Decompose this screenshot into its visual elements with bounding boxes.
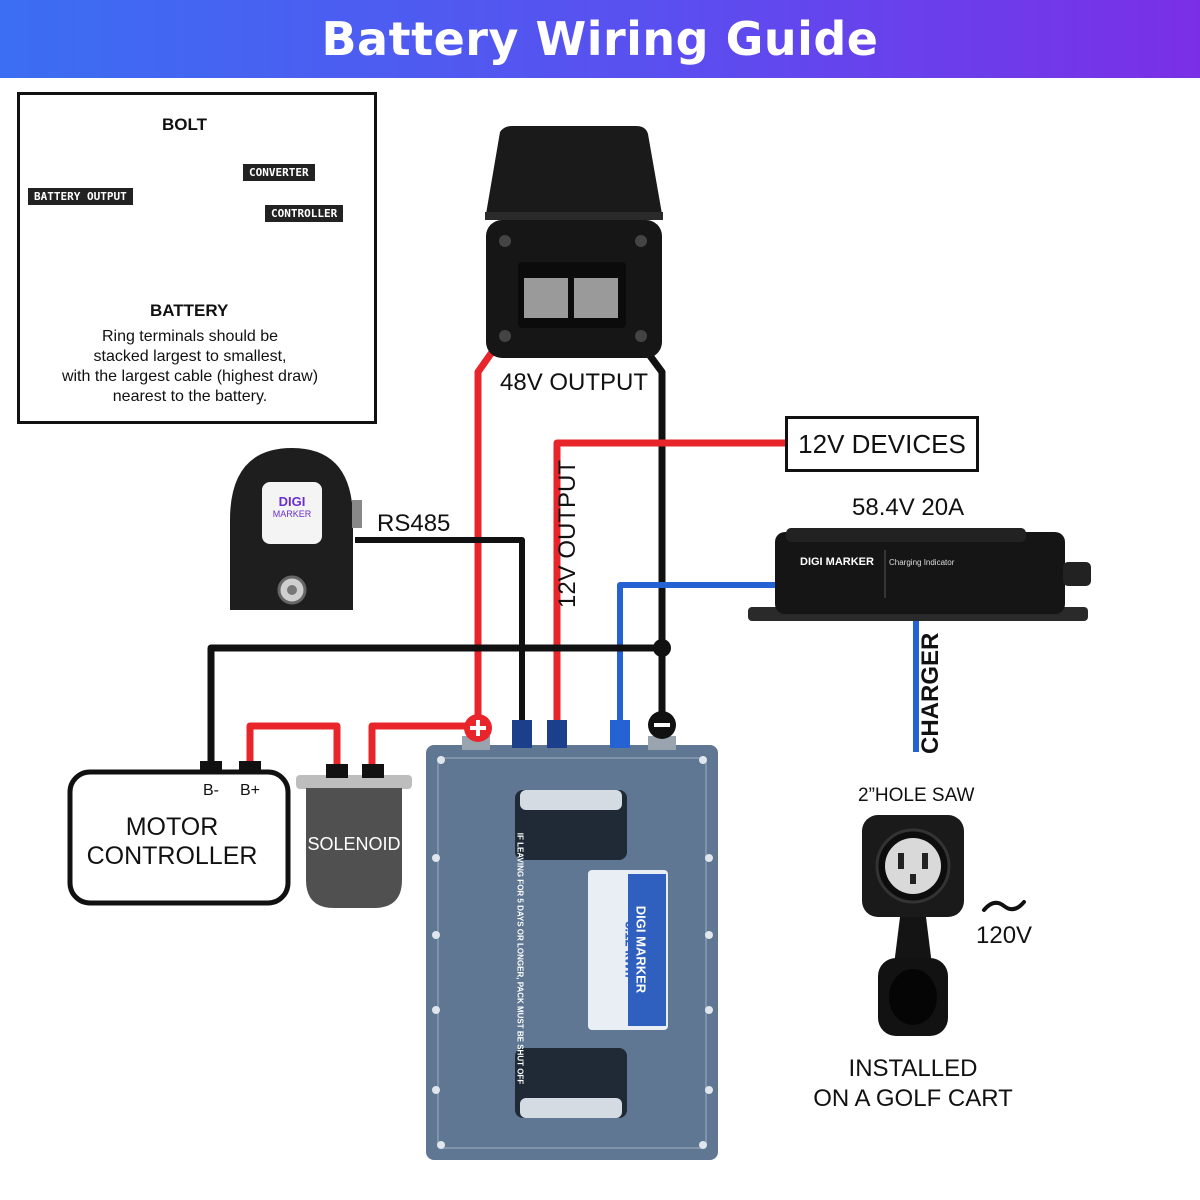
- wire-b-plus-solenoid: [246, 722, 341, 770]
- installed-line2: ON A GOLF CART: [813, 1085, 1013, 1112]
- label-48v-output: 48V OUTPUT: [500, 369, 649, 396]
- charger-unit: [748, 528, 1091, 621]
- monitor-brand-line2: MARKER: [272, 509, 312, 519]
- label-120v: 120V: [976, 922, 1033, 949]
- note-line: stacked largest to smallest,: [93, 348, 287, 365]
- wire-charger-signal: [617, 582, 780, 722]
- battery-pack: [426, 736, 718, 1160]
- label-motor-controller: MOTOR CONTROLLER: [72, 813, 272, 871]
- page-title: Battery Wiring Guide: [321, 12, 879, 66]
- terminal-b-minus: [200, 761, 222, 774]
- motor-line2: CONTROLLER: [86, 842, 258, 870]
- monitor-brand-line1: DIGI: [278, 494, 306, 509]
- anderson-socket: [485, 126, 663, 358]
- note-line: with the largest cable (highest draw): [61, 368, 319, 385]
- label-hole-saw: 2”HOLE SAW: [858, 785, 975, 806]
- charger-indicator: Charging Indicator: [889, 558, 955, 567]
- battery-capacity: 5.12 kWh: [622, 921, 638, 978]
- label-12v-output: 12V OUTPUT: [554, 459, 581, 609]
- wire-48v-negative: [639, 342, 666, 725]
- label-solenoid: SOLENOID: [307, 834, 401, 854]
- installed-line1: INSTALLED: [848, 1055, 978, 1082]
- junction-dot: [653, 639, 671, 657]
- label-charger-rating: 58.4V 20A: [852, 494, 965, 521]
- wire-motor-negative: [207, 644, 662, 770]
- label-rs485: RS485: [377, 510, 451, 537]
- solenoid-device: [296, 764, 412, 908]
- monitor-brand: DIGI MARKER: [262, 494, 322, 520]
- bolt-label: BOLT: [162, 115, 208, 134]
- charger-brand: DIGI MARKER: [800, 556, 874, 568]
- note-line: Ring terminals should be: [101, 328, 279, 345]
- battery-warning: IF LEAVING FOR 5 DAYS OR LONGER, PACK MU…: [515, 832, 525, 1085]
- label-12v-devices: 12V DEVICES: [785, 416, 979, 472]
- label-installed: INSTALLED ON A GOLF CART: [800, 1054, 1026, 1114]
- wire-rs485: [355, 537, 525, 722]
- wire-48v-positive: [474, 342, 500, 728]
- label-charger: CHARGER: [917, 632, 944, 754]
- motor-line1: MOTOR: [125, 813, 219, 841]
- label-b-plus: B+: [240, 782, 261, 799]
- header-banner: Battery Wiring Guide: [0, 0, 1200, 78]
- battery-label: BATTERY: [150, 301, 229, 320]
- connector-rs485: [512, 720, 532, 748]
- terminal-b-plus: [239, 761, 261, 774]
- connector-charger: [610, 720, 630, 748]
- inset-note: Ring terminals should be stacked largest…: [40, 327, 340, 407]
- motor-controller-box: [67, 769, 291, 906]
- note-line: nearest to the battery.: [112, 388, 268, 405]
- wire-12v-positive: [553, 439, 785, 722]
- inset-panel: BOLT BATTERY Ring terminals should be st…: [17, 92, 377, 424]
- battery-monitor: [230, 448, 362, 610]
- tag-battery-output: BATTERY OUTPUT: [28, 188, 133, 205]
- tag-converter: CONVERTER: [243, 164, 315, 181]
- label-b-minus: B-: [203, 782, 219, 799]
- ac-tilde-icon: [982, 900, 1026, 912]
- wire-solenoid-positive: [368, 722, 478, 770]
- connector-12v: [547, 720, 567, 748]
- outlet-inlet: [862, 815, 964, 1036]
- tag-controller: CONTROLLER: [265, 205, 344, 222]
